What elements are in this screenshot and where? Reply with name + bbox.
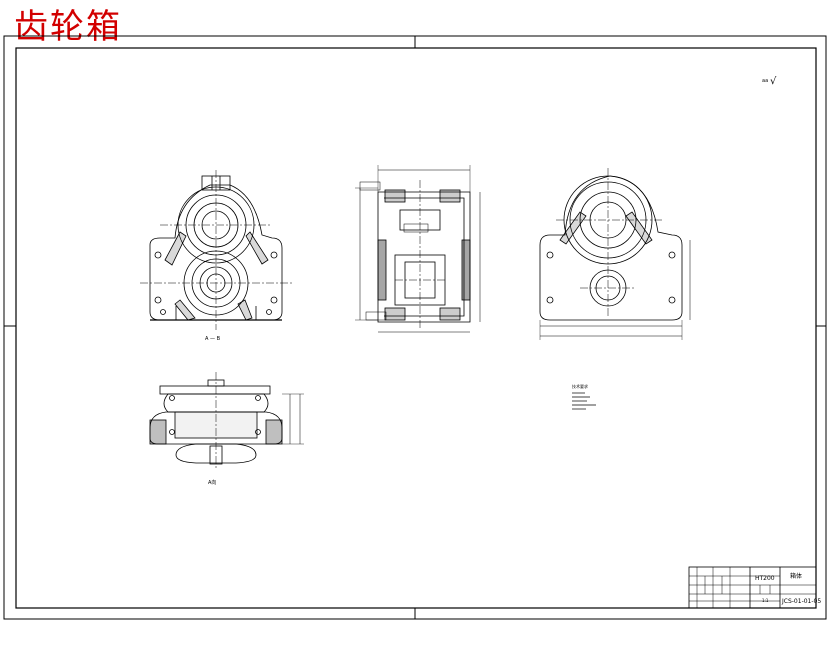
outer-frame [3,35,827,620]
bottom-view-label: A向 [208,479,216,486]
front-view-label: A — B [205,336,221,342]
bottom-view [149,372,304,470]
centering-marks [4,36,826,619]
scale-text: 1:1 [762,598,769,603]
rear-view [539,168,691,340]
inner-frame [15,47,817,609]
drawing-title: 齿轮箱 [14,7,122,47]
title-block [688,566,817,609]
technical-notes: 技术要求 [572,383,596,410]
surface-roughness-icon: aa √ [762,76,777,87]
side-section-view [355,165,481,333]
material-text: HT200 [755,575,775,582]
front-view [140,170,292,330]
notes-heading: 技术要求 [572,383,588,389]
part-name-text: 箱体 [790,572,802,580]
roughness-mark: √ [770,76,777,87]
svg-text:aa: aa [762,78,768,84]
drawing-number-text: JCS-01-01-05 [781,598,821,605]
